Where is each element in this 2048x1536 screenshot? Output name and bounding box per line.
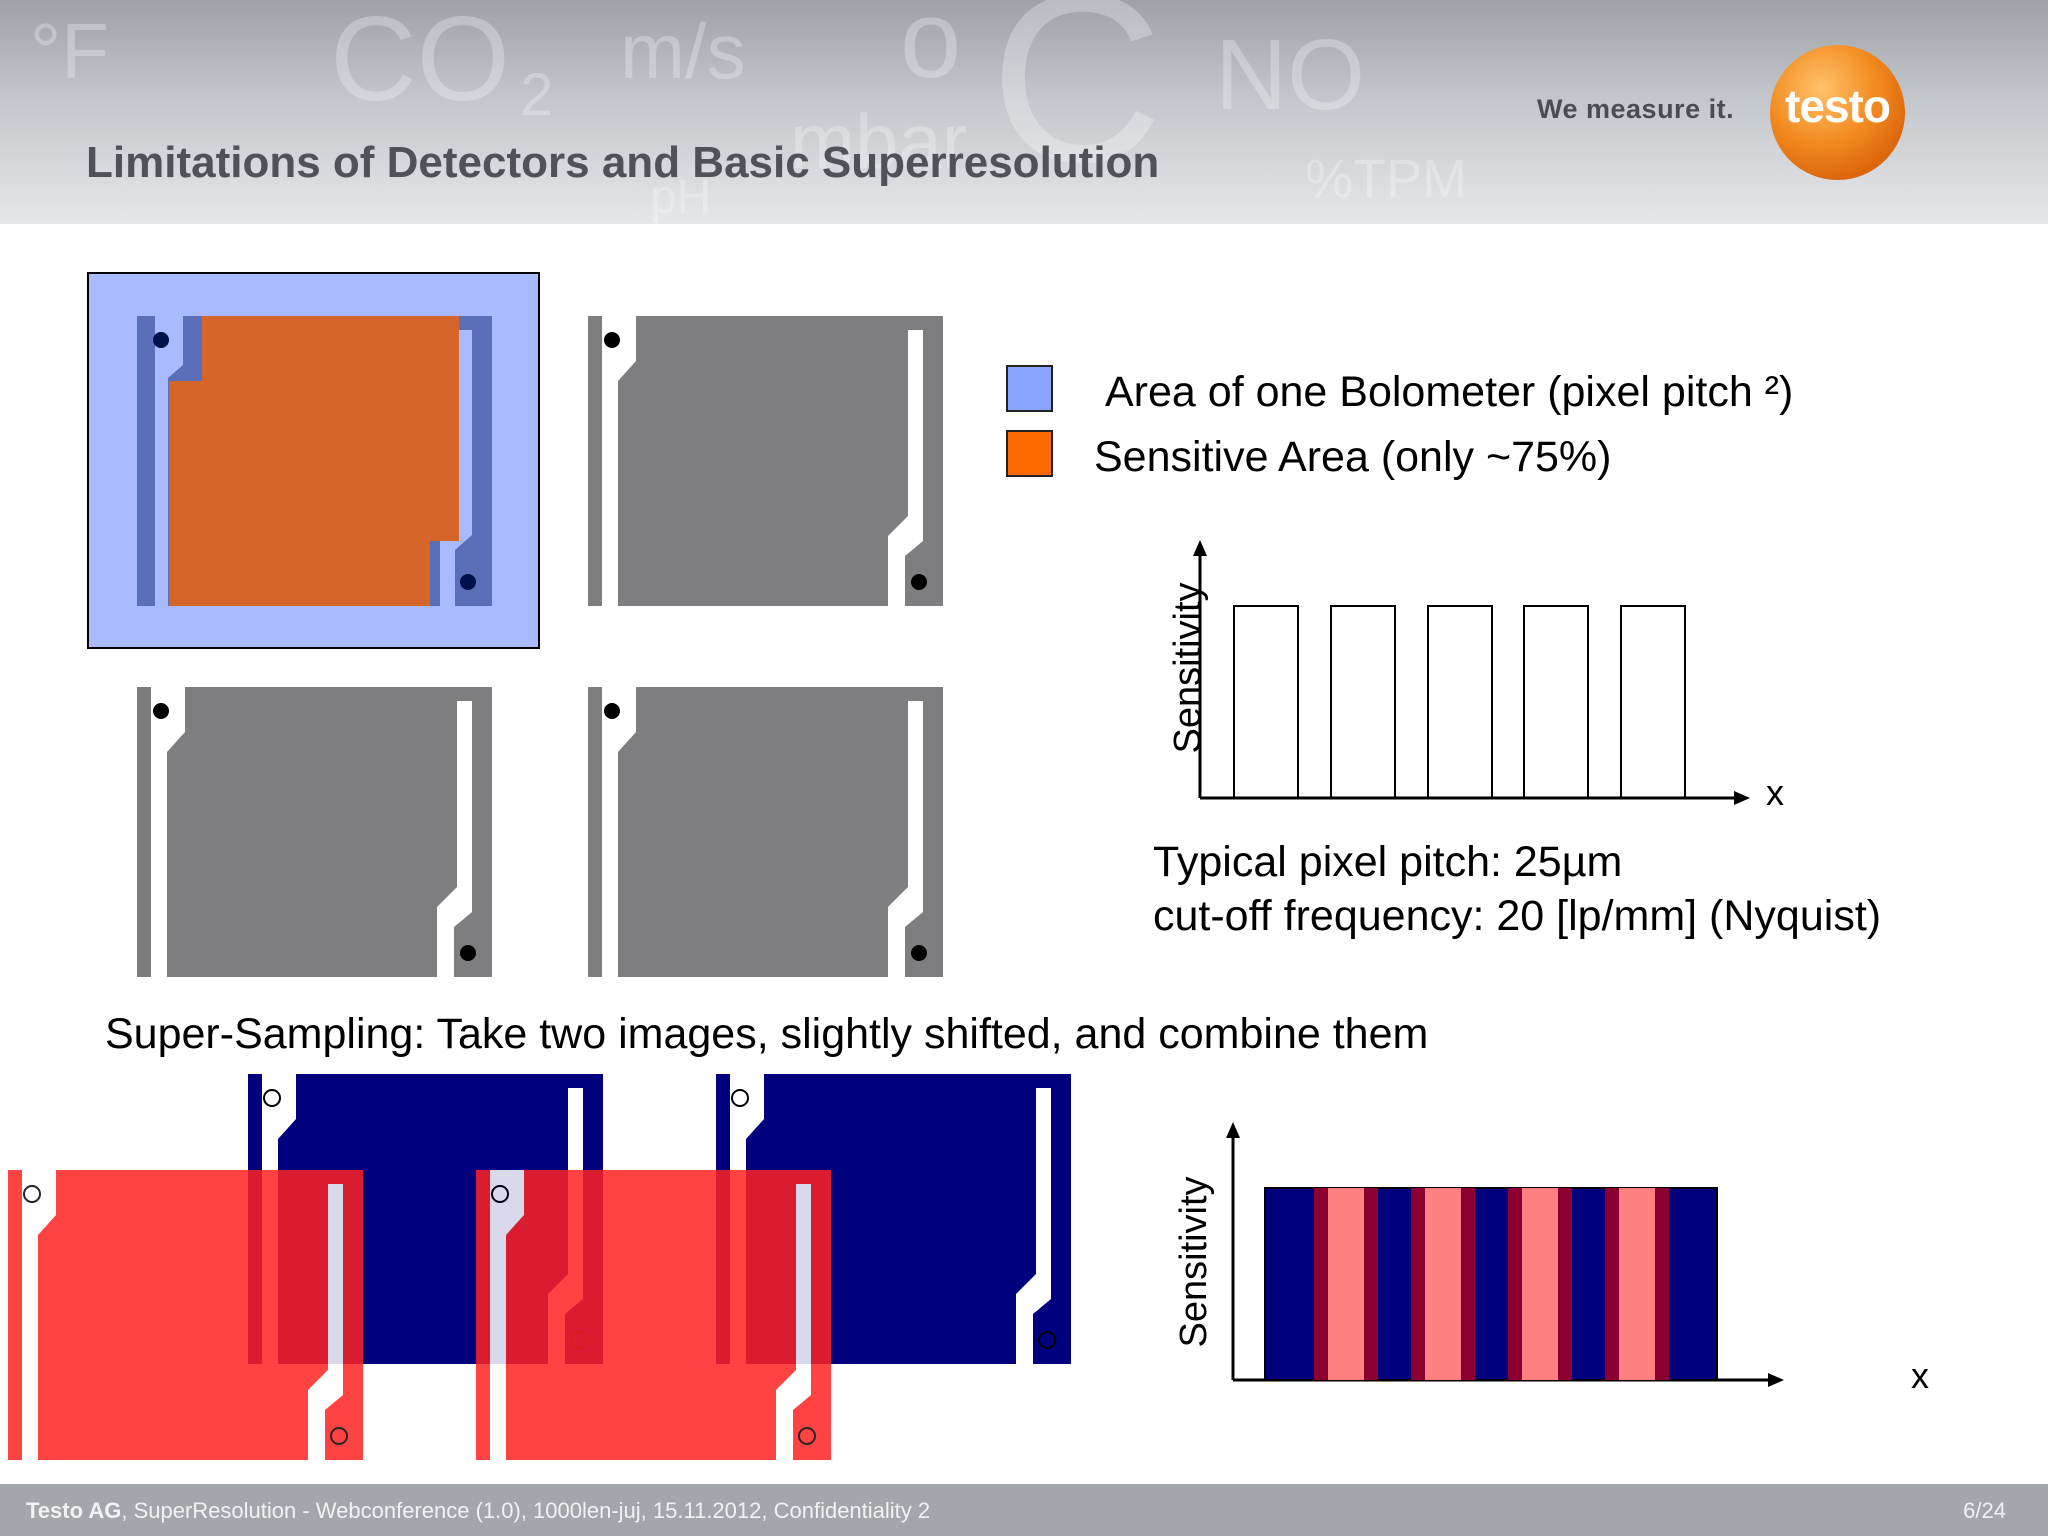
bg-symbol-co: CO [330,0,510,126]
sensitivity-chart-combined: Sensitivity x [1173,1122,1929,1396]
y-axis-label: Sensitivity [1173,1176,1215,1347]
slide-header: °F CO 2 m/s o C NO mbar pH %TPM Limitati… [0,0,2048,224]
bolometer-grid [87,272,943,977]
slide-footer: Testo AG, SuperResolution - Webconferenc… [0,1484,2048,1536]
pulse-1 [1233,605,1299,799]
testo-logo: testo [1770,45,1905,180]
bg-symbol-mbar: mbar [790,97,968,185]
pulse-4 [1523,605,1589,799]
bg-symbol-ph: pH [650,171,712,224]
page-number: 6/24 [1963,1498,2006,1523]
bg-symbol-degree: o [900,0,962,101]
supersampling-caption: Super-Sampling: Take two images, slightl… [105,1010,1429,1058]
bolometer-top-right [588,316,943,606]
bg-symbol-tpm: %TPM [1305,149,1467,209]
footer-details: , SuperResolution - Webconference (1.0),… [121,1498,931,1523]
image2-pixel-2 [475,1169,832,1461]
bolometer-bottom-right [588,687,943,977]
bg-symbol-co-subscript: 2 [520,61,554,128]
legend-label-sensitive: Sensitive Area (only ~75%) [1094,433,1612,481]
pulse-2 [1330,605,1396,799]
bolometer-bottom-left [137,687,492,977]
company-motto: We measure it. [1537,94,1735,124]
sensitivity-chart-single: Sensitivity x [1167,540,1784,813]
cutoff-frequency-text: cut-off frequency: 20 [lp/mm] (Nyquist) [1153,892,1882,940]
x-axis-label: x [1911,1355,1929,1396]
bg-symbol-fahrenheit: °F [30,7,109,95]
pulse-5 [1620,605,1686,799]
footer-info: Testo AG, SuperResolution - Webconferenc… [26,1498,930,1524]
image2-pixel-1 [7,1169,364,1461]
y-axis-label: Sensitivity [1167,582,1209,753]
bg-symbol-ms: m/s [620,7,746,95]
pulse-train [1233,605,1686,799]
shifted-images [7,1073,1072,1461]
slide-title: Limitations of Detectors and Basic Super… [86,138,1160,187]
footer-company: Testo AG [26,1498,122,1523]
bg-symbol-celsius: C [990,0,1164,212]
legend-swatch-sensitive [1006,430,1053,477]
pulse-3 [1427,605,1493,799]
combined-pulse-train [1264,1187,1718,1381]
bg-symbol-no: NO [1215,19,1365,131]
logo-text: testo [1785,80,1891,132]
legend-label-bolometer: Area of one Bolometer (pixel pitch ²) [1105,368,1794,416]
x-axis-label: x [1766,772,1784,813]
pixel-pitch-text: Typical pixel pitch: 25µm [1153,838,1623,886]
legend-swatch-bolometer [1006,365,1053,412]
highlighted-bolometer [87,272,540,649]
